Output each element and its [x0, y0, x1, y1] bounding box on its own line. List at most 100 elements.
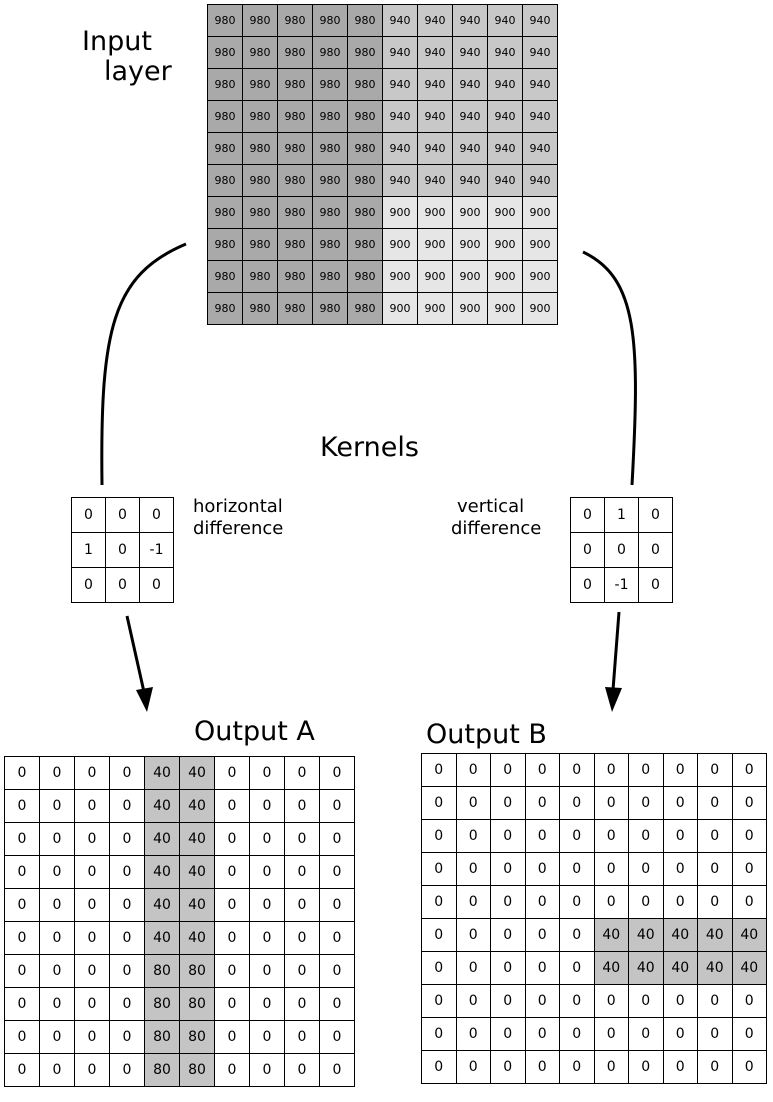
- grid-cell: 0: [74, 822, 110, 856]
- grid-cell: 0: [249, 789, 285, 823]
- grid-cell: 980: [207, 164, 243, 197]
- grid-cell: 0: [109, 1053, 145, 1087]
- grid-cell: 40: [144, 888, 180, 922]
- grid-cell: 0: [249, 1020, 285, 1054]
- grid-cell: 0: [455, 786, 491, 820]
- grid-cell: 940: [522, 68, 558, 101]
- output-b-label: Output B: [426, 719, 547, 750]
- grid-cell: 940: [382, 68, 418, 101]
- grid-cell: 0: [731, 753, 767, 787]
- grid-cell: 940: [452, 132, 488, 165]
- grid-cell: 0: [421, 852, 457, 886]
- grid-cell: 0: [319, 822, 355, 856]
- grid-cell: 0: [109, 888, 145, 922]
- grid-cell: 0: [490, 885, 526, 919]
- grid-cell: 0: [214, 1020, 250, 1054]
- grid-cell: 900: [382, 196, 418, 229]
- grid-cell: 0: [249, 987, 285, 1021]
- grid-cell: 0: [214, 855, 250, 889]
- grid-cell: 0: [490, 951, 526, 985]
- grid-cell: 0: [662, 786, 698, 820]
- grid-cell: 900: [522, 228, 558, 261]
- grid-cell: 940: [382, 132, 418, 165]
- grid-cell: 80: [179, 1053, 215, 1087]
- grid-cell: 0: [731, 852, 767, 886]
- grid-cell: 900: [382, 292, 418, 325]
- grid-cell: 0: [455, 1017, 491, 1051]
- grid-cell: 0: [524, 1050, 560, 1084]
- grid-cell: 0: [4, 822, 40, 856]
- grid-cell: 0: [74, 756, 110, 790]
- grid-cell: 0: [593, 1017, 629, 1051]
- grid-cell: 980: [242, 100, 278, 133]
- grid-cell: 0: [455, 753, 491, 787]
- grid-cell: 0: [455, 918, 491, 952]
- grid-cell: 0: [39, 1053, 75, 1087]
- grid-cell: 0: [559, 885, 595, 919]
- grid-cell: 0: [74, 1053, 110, 1087]
- grid-cell: 900: [417, 196, 453, 229]
- input-layer-label-line2: layer: [104, 56, 172, 87]
- grid-cell: 0: [39, 987, 75, 1021]
- grid-cell: 900: [382, 228, 418, 261]
- grid-cell: 0: [74, 888, 110, 922]
- grid-cell: 0: [214, 888, 250, 922]
- grid-cell: 940: [522, 100, 558, 133]
- grid-cell: 0: [284, 888, 320, 922]
- grid-cell: 0: [319, 1020, 355, 1054]
- grid-cell: 980: [312, 36, 348, 69]
- grid-cell: 900: [452, 292, 488, 325]
- grid-cell: 40: [179, 888, 215, 922]
- grid-cell: 980: [312, 100, 348, 133]
- grid-cell: 0: [214, 789, 250, 823]
- grid-cell: 980: [312, 68, 348, 101]
- grid-cell: 900: [382, 260, 418, 293]
- grid-cell: 940: [382, 36, 418, 69]
- grid-cell: 980: [207, 100, 243, 133]
- grid-cell: 980: [347, 196, 383, 229]
- grid-cell: 980: [347, 100, 383, 133]
- grid-cell: 80: [144, 1053, 180, 1087]
- grid-cell: 40: [731, 951, 767, 985]
- grid-cell: 940: [382, 4, 418, 37]
- grid-cell: 0: [570, 497, 605, 533]
- grid-cell: 0: [105, 532, 140, 568]
- grid-cell: 0: [490, 819, 526, 853]
- grid-cell: 0: [570, 532, 605, 568]
- grid-cell: 900: [417, 260, 453, 293]
- grid-cell: 940: [522, 132, 558, 165]
- grid-cell: 0: [697, 984, 733, 1018]
- grid-cell: 0: [662, 852, 698, 886]
- grid-cell: 0: [4, 1053, 40, 1087]
- grid-cell: 0: [524, 819, 560, 853]
- grid-cell: 980: [242, 292, 278, 325]
- grid-cell: 40: [179, 855, 215, 889]
- grid-cell: 0: [559, 753, 595, 787]
- grid-cell: 0: [490, 984, 526, 1018]
- grid-cell: 980: [242, 196, 278, 229]
- grid-cell: 0: [628, 786, 664, 820]
- grid-cell: 0: [490, 786, 526, 820]
- grid-cell: 0: [421, 984, 457, 1018]
- grid-cell: 0: [559, 786, 595, 820]
- grid-cell: 0: [697, 852, 733, 886]
- grid-cell: 0: [455, 819, 491, 853]
- grid-cell: 0: [559, 984, 595, 1018]
- grid-cell: 0: [4, 756, 40, 790]
- grid-cell: 80: [144, 987, 180, 1021]
- grid-cell: 980: [312, 132, 348, 165]
- grid-cell: 0: [139, 567, 174, 603]
- grid-cell: 0: [421, 819, 457, 853]
- grid-cell: 0: [638, 497, 673, 533]
- grid-cell: 0: [4, 987, 40, 1021]
- grid-cell: 980: [312, 196, 348, 229]
- grid-cell: 980: [207, 68, 243, 101]
- grid-cell: 0: [559, 918, 595, 952]
